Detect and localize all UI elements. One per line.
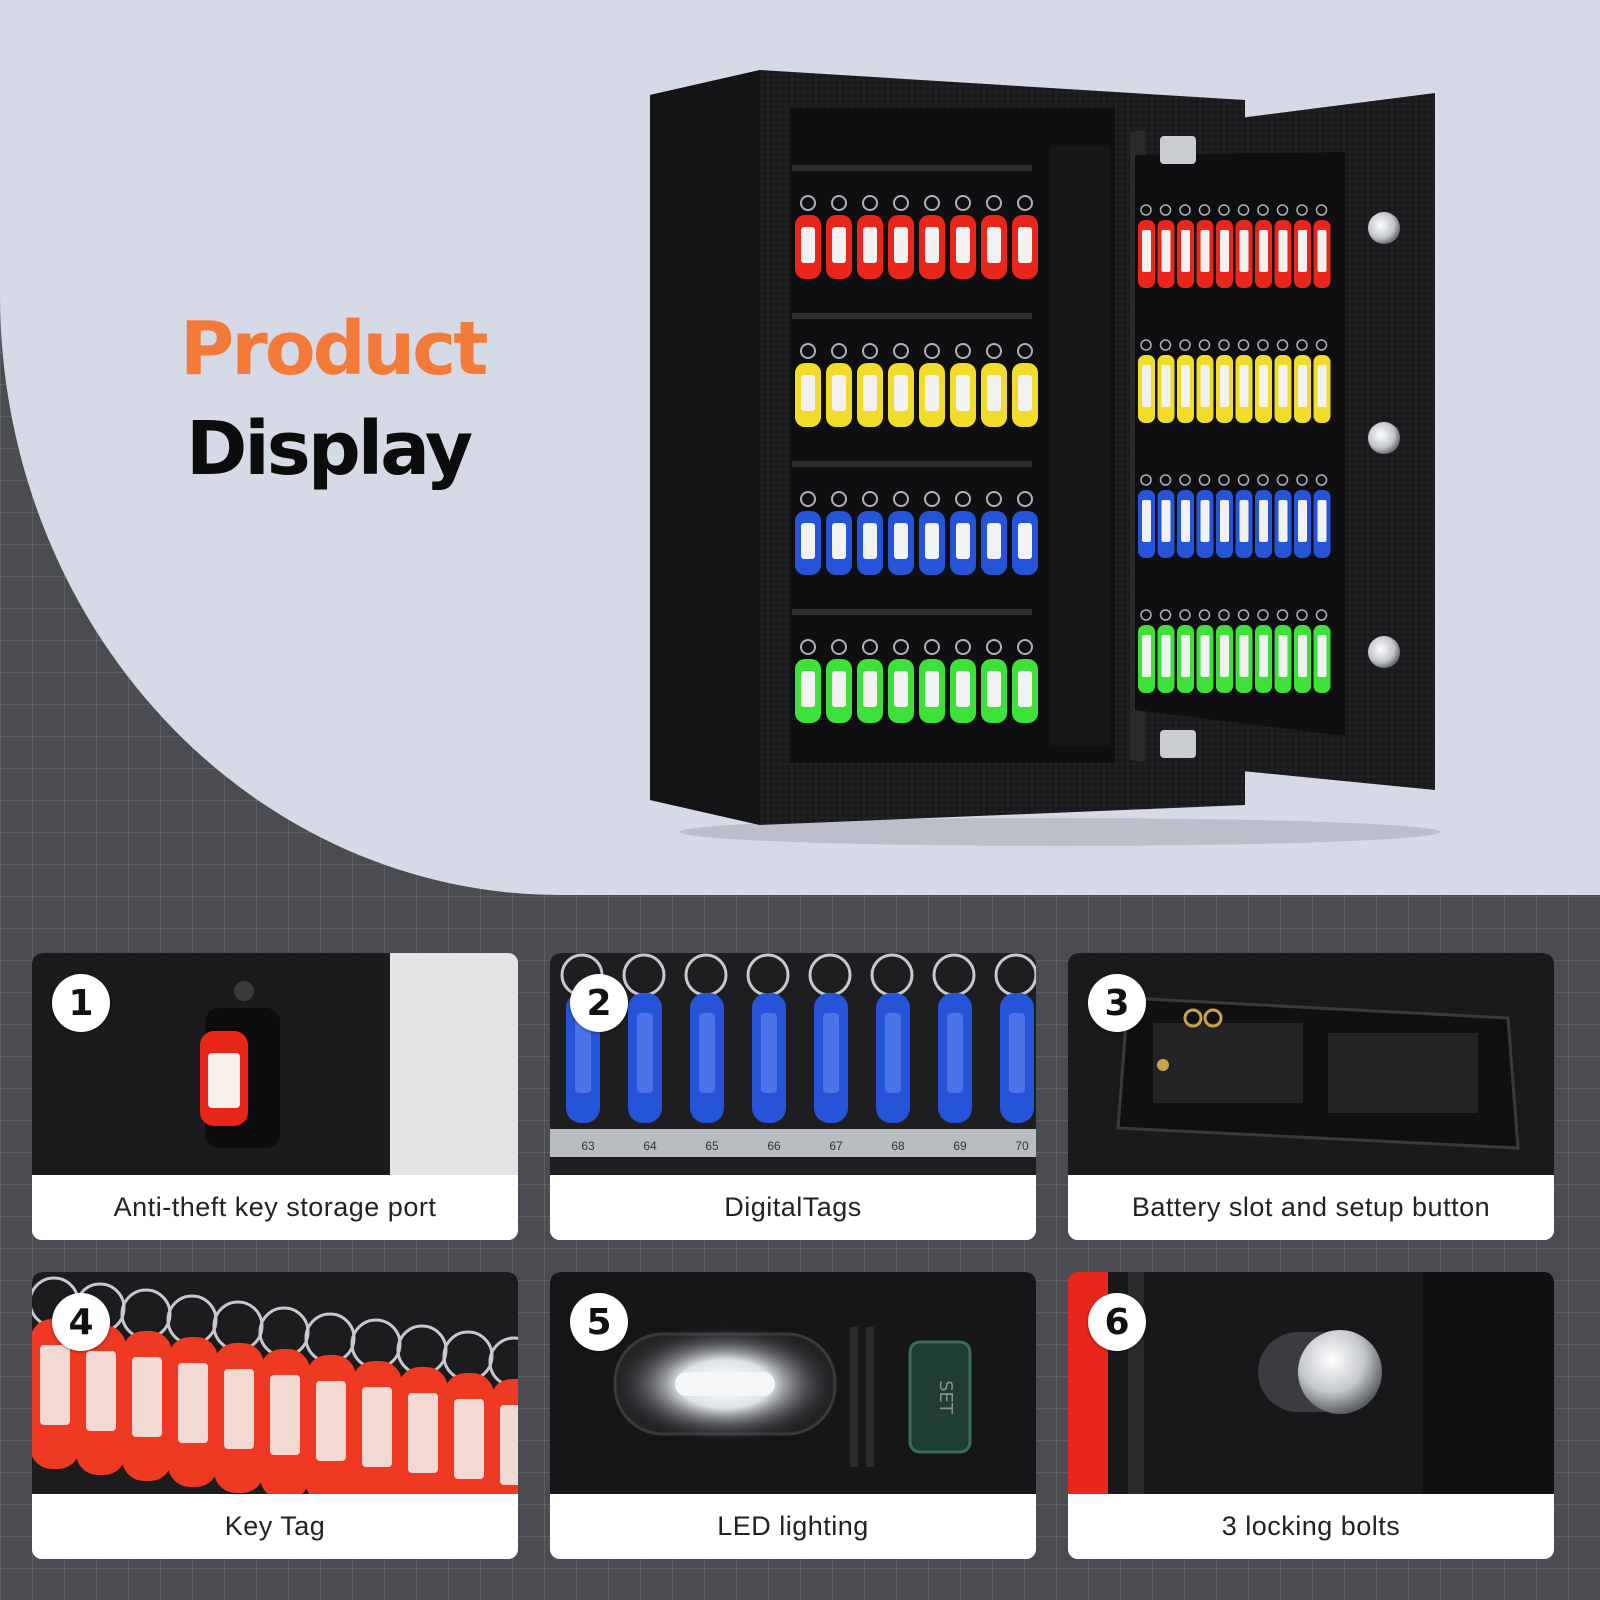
title-display: Display <box>186 406 473 492</box>
feature-caption: Anti-theft key storage port <box>32 1175 518 1240</box>
tag-number-label: 63 <box>581 1139 595 1153</box>
feature-number-badge: 2 <box>570 974 628 1032</box>
feature-caption: Key Tag <box>32 1494 518 1559</box>
led-lighting-photo: SET <box>550 1272 1036 1494</box>
feature-number-badge: 1 <box>52 974 110 1032</box>
feature-number-badge: 3 <box>1088 974 1146 1032</box>
safe-shadow <box>680 818 1440 846</box>
key-safe-image <box>650 70 1440 846</box>
door-inner-panel <box>1135 152 1345 736</box>
interior-wall <box>1050 145 1110 745</box>
feature-card-6: 6 3 locking bolts <box>1068 1272 1554 1559</box>
anti-theft-port-photo <box>32 953 518 1175</box>
feature-caption: DigitalTags <box>550 1175 1036 1240</box>
hinge-top <box>1160 136 1196 164</box>
left-key-racks <box>792 165 1038 723</box>
feature-caption: LED lighting <box>550 1494 1036 1559</box>
tag-number-label: 68 <box>891 1139 905 1153</box>
battery-spring-icon <box>1183 1008 1203 1028</box>
tag-number-label: 69 <box>953 1139 967 1153</box>
tag-number-label: 67 <box>829 1139 843 1153</box>
door-key-racks <box>1138 204 1331 693</box>
tag-number-label: 70 <box>1015 1139 1029 1153</box>
feature-number-badge: 5 <box>570 1293 628 1351</box>
set-button-label: SET <box>935 1380 956 1415</box>
hinge-bottom <box>1160 730 1196 758</box>
feature-number-badge: 4 <box>52 1293 110 1351</box>
digital-tags-photo: 63 64 65 66 67 68 69 70 <box>550 953 1036 1175</box>
set-button <box>908 1340 972 1454</box>
battery-slot-photo <box>1068 953 1554 1175</box>
feature-card-5: SET 5 LED lighting <box>550 1272 1036 1559</box>
feature-card-3: 3 Battery slot and setup button <box>1068 953 1554 1240</box>
feature-card-1: 1 Anti-theft key storage port <box>32 953 518 1240</box>
tag-number-label: 66 <box>767 1139 781 1153</box>
feature-card-2: 63 64 65 66 67 68 69 70 2 DigitalTags <box>550 953 1036 1240</box>
feature-card-4: 4 Key Tag <box>32 1272 518 1559</box>
locking-bolt-icon <box>1368 212 1400 244</box>
tag-number-label: 64 <box>643 1139 657 1153</box>
tag-number-label: 65 <box>705 1139 719 1153</box>
key-tag-photo <box>32 1272 518 1494</box>
title-product: Product <box>180 306 488 392</box>
safe-side <box>650 70 760 825</box>
feature-caption: 3 locking bolts <box>1068 1494 1554 1559</box>
locking-bolt-icon <box>1368 422 1400 454</box>
feature-number-badge: 6 <box>1088 1293 1146 1351</box>
locking-bolt-icon <box>1298 1330 1382 1414</box>
locking-bolt-icon <box>1368 636 1400 668</box>
feature-caption: Battery slot and setup button <box>1068 1175 1554 1240</box>
locking-bolt-photo <box>1068 1272 1554 1494</box>
